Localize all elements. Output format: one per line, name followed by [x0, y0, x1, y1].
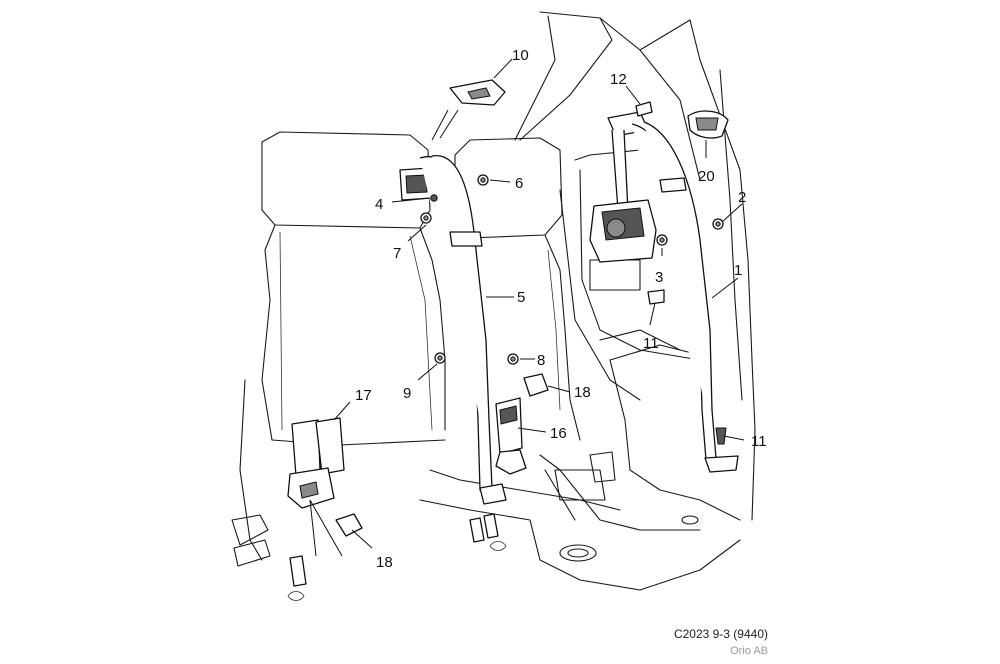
- callout-20: 20: [698, 168, 715, 185]
- callout-18a: 18: [574, 384, 591, 401]
- copyright-caption: Orio AB: [730, 645, 768, 657]
- callout-11b: 11: [751, 433, 767, 450]
- figure-code-caption: C2023 9-3 (9440): [673, 627, 768, 641]
- callout-18b: 18: [376, 554, 393, 571]
- callout-8: 8: [537, 352, 545, 369]
- callout-10: 10: [512, 47, 529, 64]
- callout-7: 7: [393, 245, 401, 262]
- callout-5: 5: [517, 289, 525, 306]
- callout-6: 6: [515, 175, 523, 192]
- callout-16: 16: [550, 425, 567, 442]
- callout-1: 1: [734, 262, 742, 279]
- callout-4: 4: [375, 196, 383, 213]
- trim-cover-10: [431, 79, 506, 141]
- callout-labels: 1 2 3 4 5 6 7 8 9 10 11 11 12 16 17 18 1…: [355, 47, 767, 571]
- leader-lines: [309, 58, 745, 557]
- buckles-and-nuts: [287, 373, 549, 601]
- callout-9: 9: [403, 385, 411, 402]
- callout-12: 12: [610, 71, 627, 88]
- right-belt-assembly: [589, 101, 739, 473]
- left-belt-assembly: [399, 155, 519, 505]
- callout-17: 17: [355, 387, 372, 404]
- callout-11a: 11: [643, 335, 659, 352]
- callout-3: 3: [655, 269, 663, 286]
- callout-2: 2: [738, 189, 746, 206]
